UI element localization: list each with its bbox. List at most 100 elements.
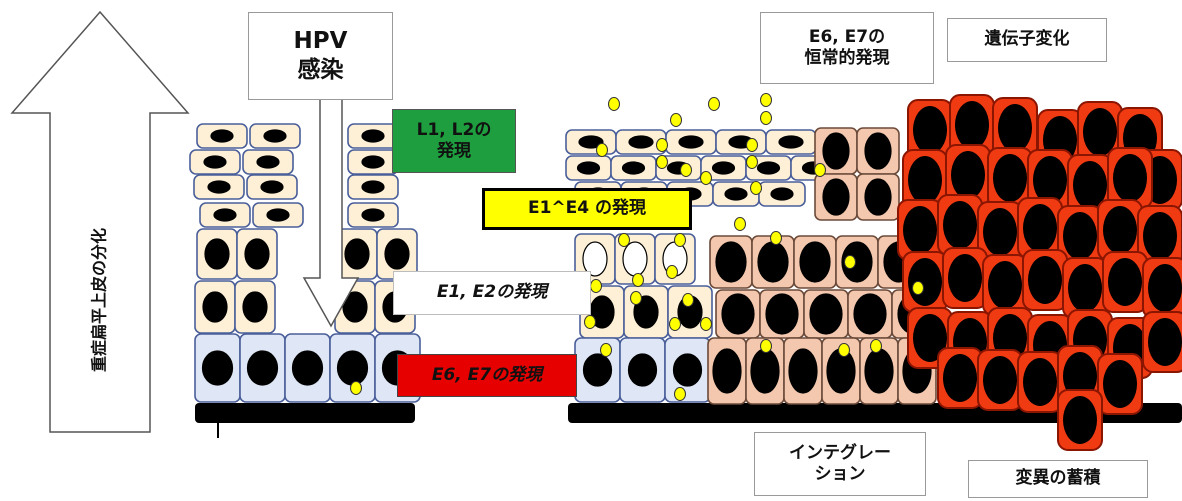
- virion-dot: [675, 388, 686, 401]
- virion-dot: [709, 98, 720, 111]
- arrow-label: 重症扁平上皮の分化: [90, 228, 109, 372]
- intermediate-cell: [235, 281, 275, 333]
- intermediate-cell: [624, 286, 668, 338]
- flat-superficial-cell: [348, 150, 398, 174]
- e6-e7-expression-box: E6, E7の発現: [397, 354, 577, 397]
- basal-cell: [285, 334, 330, 402]
- tumor-cell: [1143, 312, 1182, 372]
- virion-dot: [845, 256, 856, 269]
- basal-cell: [195, 334, 240, 402]
- virion-dot: [657, 139, 668, 152]
- virion-dot: [667, 266, 678, 279]
- virion-dot: [585, 316, 596, 329]
- virion-dot: [601, 344, 612, 357]
- basal-cell: [240, 334, 285, 402]
- dysplastic-cell: [815, 174, 857, 220]
- dysplastic-cell: [836, 236, 878, 288]
- tumor-cell: [1058, 390, 1102, 450]
- intermediate-cell: [237, 229, 277, 279]
- flat-superficial-cell: [611, 156, 656, 180]
- tumor-cell: [1023, 250, 1067, 310]
- hpv-infection-box: HPV 感染: [248, 12, 393, 100]
- flat-superficial-cell: [200, 203, 250, 227]
- virion-dot: [619, 234, 630, 247]
- flat-superficial-cell: [197, 124, 247, 148]
- basement-membrane-left: [195, 403, 415, 423]
- flat-superficial-cell: [759, 182, 805, 206]
- dysplastic-cell: [804, 290, 848, 338]
- virion-dot: [657, 156, 668, 169]
- virion-dot: [751, 182, 762, 195]
- dysplastic-cell: [760, 290, 804, 338]
- virion-dot: [609, 98, 620, 111]
- basal-cell: [575, 338, 620, 402]
- dysplastic-cell: [794, 236, 836, 288]
- dysplastic-cell: [708, 338, 746, 404]
- dysplastic-cell: [857, 128, 899, 174]
- virion-dot: [671, 114, 682, 127]
- virion-dot: [681, 164, 692, 177]
- e6-e7-constant-expression-box: E6, E7の 恒常的発現: [760, 12, 934, 84]
- basal-cell: [620, 338, 665, 402]
- tumor-cell: [1103, 252, 1147, 312]
- virion-dot: [761, 340, 772, 353]
- tumor-cells: [898, 95, 1182, 450]
- virion-dot: [597, 144, 608, 157]
- dysplastic-cell: [710, 236, 752, 288]
- virion-dot: [761, 94, 772, 107]
- virion-dot: [351, 382, 362, 395]
- virion-dot: [675, 234, 686, 247]
- flat-superficial-cell: [348, 124, 398, 148]
- virion-dot: [631, 292, 642, 305]
- virion-dot: [913, 282, 924, 295]
- tumor-cell: [943, 248, 987, 308]
- flat-superficial-cell: [194, 175, 244, 199]
- dysplastic-cell: [857, 174, 899, 220]
- flat-superficial-cell: [716, 130, 766, 154]
- integration-box: インテグレー ション: [754, 432, 926, 496]
- flat-superficial-cell: [247, 175, 297, 199]
- flat-superficial-cell: [766, 130, 816, 154]
- virion-dot: [735, 218, 746, 231]
- tumor-cell: [978, 350, 1022, 410]
- virion-dot: [839, 344, 850, 357]
- intermediate-cell: [337, 229, 377, 279]
- virion-dot: [633, 274, 644, 287]
- intermediate-cell: [195, 281, 235, 333]
- tumor-cell: [938, 348, 982, 408]
- tumor-cell: [903, 252, 947, 312]
- virion-dot: [747, 156, 758, 169]
- basal-cell: [665, 338, 710, 402]
- gene-change-box: 遺伝子変化: [947, 18, 1107, 62]
- virion-dot: [871, 340, 882, 353]
- flat-superficial-cell: [243, 150, 293, 174]
- tumor-cell: [1098, 354, 1142, 414]
- virion-dot: [701, 172, 712, 185]
- dysplastic-cell: [784, 338, 822, 404]
- virion-dot: [701, 318, 712, 331]
- virion-dot: [761, 112, 772, 125]
- tumor-cell: [1143, 258, 1182, 318]
- virion-dot: [670, 318, 681, 331]
- virion-dot: [747, 139, 758, 152]
- l1-l2-expression-box: L1, L2の 発現: [392, 109, 516, 173]
- flat-superficial-cell: [666, 130, 716, 154]
- tumor-cell: [983, 255, 1027, 315]
- flat-superficial-cell: [190, 150, 240, 174]
- flat-superficial-cell: [566, 156, 611, 180]
- virion-dot: [591, 280, 602, 293]
- differentiation-arrow: 重症扁平上皮の分化: [12, 12, 188, 432]
- intermediate-cell: [197, 229, 237, 279]
- flat-superficial-cell: [348, 203, 398, 227]
- virion-dot: [815, 164, 826, 177]
- virion-dot: [771, 232, 782, 245]
- mutation-accumulation-box: 変異の蓄積: [968, 460, 1148, 498]
- virion-dot: [683, 294, 694, 307]
- e1-e2-expression-box: E1, E2の発現: [393, 271, 591, 315]
- tumor-cell: [938, 195, 982, 255]
- tumor-cell: [1018, 352, 1062, 412]
- e1-e4-expression-box: E1^E4 の発現: [482, 188, 692, 230]
- flat-superficial-cell: [250, 124, 300, 148]
- dysplastic-cell: [716, 290, 760, 338]
